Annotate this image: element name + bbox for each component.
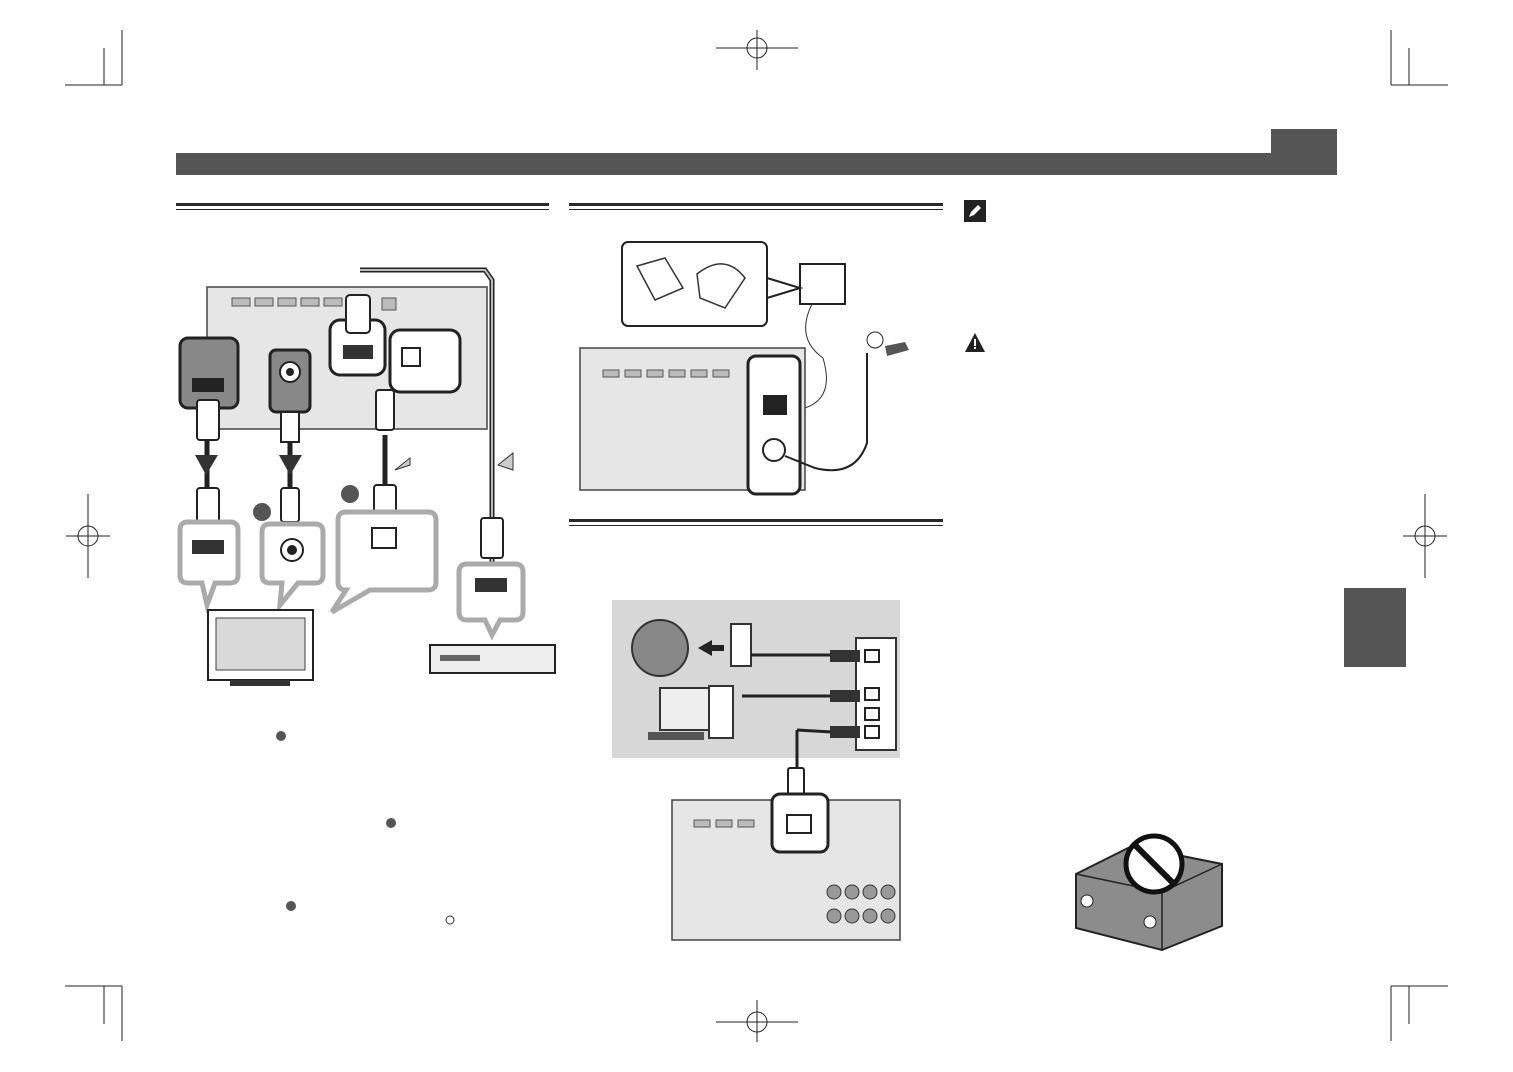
section-rule-antenna — [569, 203, 943, 206]
network-diagram — [612, 600, 901, 941]
header-chapter-tab — [1271, 129, 1337, 175]
section-rule-network — [569, 519, 943, 522]
no-entry-icon — [1075, 833, 1223, 952]
header-bar — [176, 153, 1337, 175]
side-index-tab — [1344, 588, 1406, 667]
grey-circle-marker-icon — [276, 731, 455, 925]
antenna-diagram — [579, 241, 909, 496]
section-rule-network-thin — [569, 525, 943, 526]
warning-triangle-icon — [965, 333, 985, 352]
note-pencil-icon — [964, 200, 986, 222]
section-rule-tv-thin — [176, 209, 549, 210]
tv-connection-diagram — [177, 267, 556, 686]
registration-crosshair-icon — [66, 30, 1447, 1042]
section-rule-antenna-thin — [569, 209, 943, 210]
section-rule-tv — [176, 203, 549, 206]
